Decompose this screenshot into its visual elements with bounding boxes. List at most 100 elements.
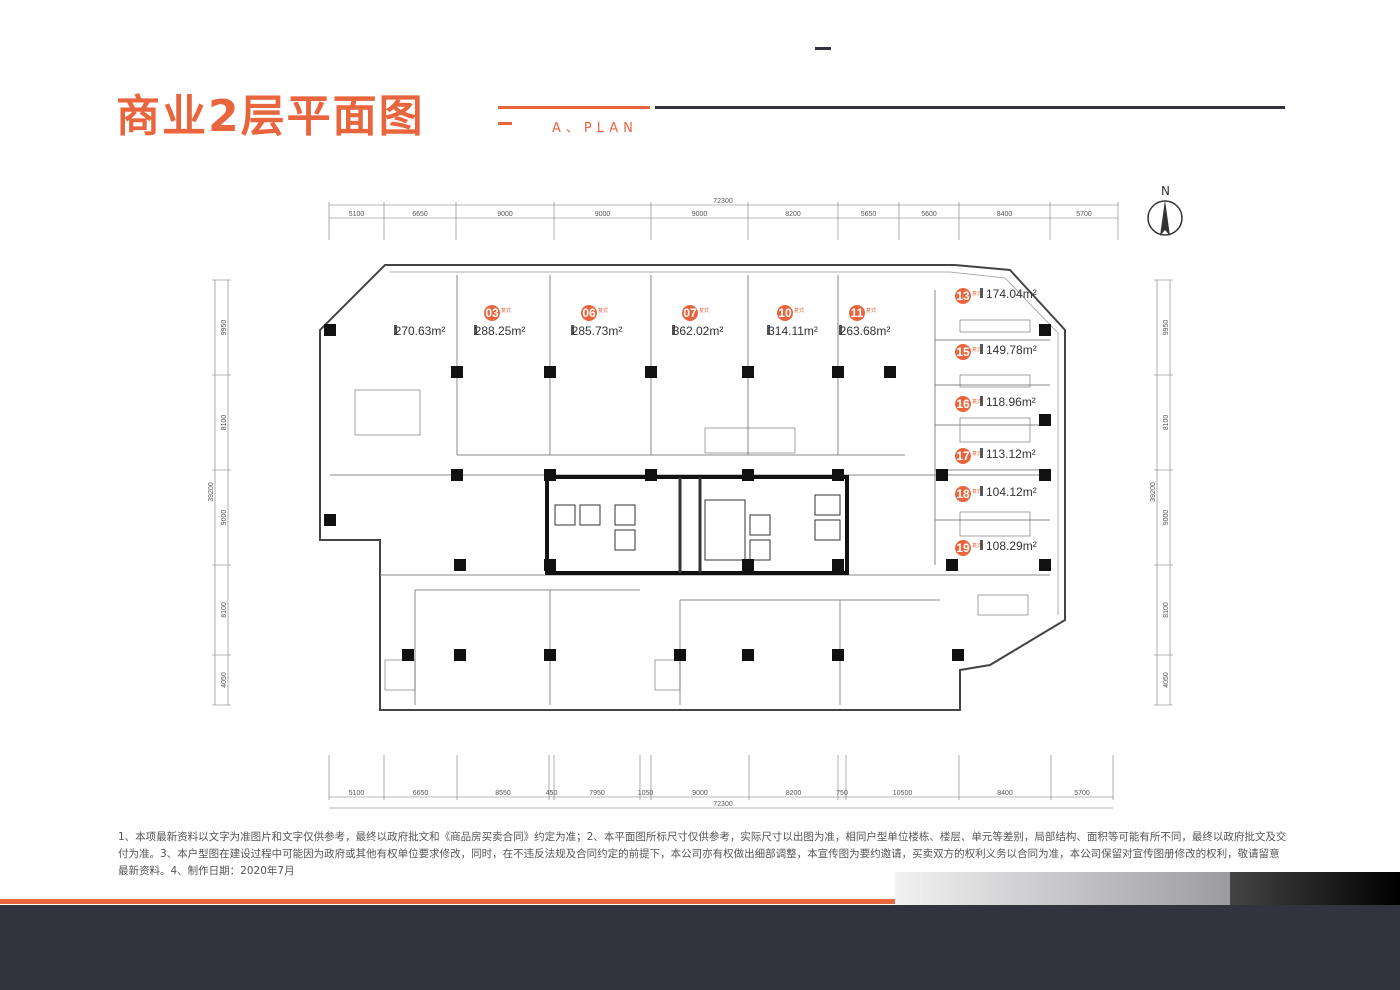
title-rule-dark [655,106,1285,109]
column [1039,324,1051,336]
side-dimensions: 9950 8100 9000 8100 4050 39200 9950 8100 9000 810… [208,279,1173,706]
dimension-label: 4050 [221,672,228,688]
unit-type-tag: 复式 [972,398,982,405]
column [742,559,754,571]
unit-type-tag: 复式 [699,307,709,314]
unit-number: 16 [956,397,970,411]
unit-area: 174.04m² [986,287,1037,301]
column [832,366,844,378]
subtitle-mark [498,122,512,125]
column [544,649,556,661]
unit-area: 314.11m² [768,324,818,338]
column [544,366,556,378]
column [454,649,466,661]
unit-number-badge [777,305,793,321]
dimension-label: 8200 [785,211,801,218]
column [832,469,844,481]
dimension-label: 5100 [349,211,365,218]
dimension-label: 5100 [349,790,365,797]
unit-label: 270.63m² [394,324,445,338]
disclaimer-notes: 1、本项最新资料以文字为准图片和文字仅供参考，最终以政府批文和《商品房买卖合同》… [118,831,1287,877]
column [544,559,556,571]
building-core [545,475,849,575]
unit-number-badge [849,305,865,321]
unit-number: 13 [956,289,970,303]
dimension-label: 9000 [221,510,228,526]
unit-area: 118.96m² [986,395,1036,409]
dimension-label: 6650 [413,790,429,797]
column [936,469,948,481]
column [324,514,336,526]
unit-number: 11 [851,306,864,320]
dimension-label: 8400 [997,211,1013,218]
column [1039,559,1051,571]
unit-number-badge [682,305,698,321]
dimension-label: 9000 [1163,510,1170,526]
unit-area: 270.63m² [395,324,446,338]
dimension-label: 8100 [221,415,228,431]
unit-number: 17 [956,449,970,463]
dimension-label: 5700 [1074,790,1090,797]
dimension-total: 72300 [713,801,733,808]
dimension-label: 9950 [1163,320,1170,336]
dimension-label: 8100 [1163,602,1170,618]
unit-type-tag: 复式 [972,488,982,495]
column [544,469,556,481]
unit-number-badge [955,288,971,304]
dimension-total: 39200 [208,482,215,502]
unit-area: 104.12m² [986,485,1037,499]
unit-number-badge [955,540,971,556]
dimension-label: 9000 [595,211,611,218]
unit-number-badge [955,448,971,464]
north-label: N [1161,184,1170,198]
column [742,649,754,661]
building-outline [319,264,1066,711]
dimension-label: 9000 [692,790,708,797]
dimension-total: 72300 [713,198,733,205]
column [742,366,754,378]
unit-number-badge [955,396,971,412]
top-mark [815,47,831,50]
dimension-label: 8400 [997,790,1013,797]
dimension-label: 5700 [1076,211,1092,218]
dimension-label: 450 [546,790,558,797]
dimension-label: 8100 [1163,415,1170,431]
unit-type-tag: 复式 [972,542,982,549]
unit-number: 18 [956,487,970,501]
dimension-label: 5650 [861,211,877,218]
unit-type-tag: 复式 [794,307,804,314]
unit-area: 288.25m² [475,324,526,338]
unit-type-tag: 复式 [501,307,511,314]
unit-number-badge [581,305,597,321]
dimension-label: 1050 [638,790,654,797]
dimension-label: 9950 [221,320,228,336]
unit-area: 285.73m² [572,324,623,338]
column [645,469,657,481]
dimension-label: 750 [836,790,848,797]
dimension-label: 6650 [412,211,428,218]
dimension-label: 9000 [497,211,513,218]
column [884,366,896,378]
dimension-label: 8100 [221,602,228,618]
unit-type-tag: 复式 [866,307,876,314]
footer-accent-line [0,899,900,904]
column [324,324,336,336]
unit-number-badge [484,305,500,321]
column [402,649,414,661]
column [451,366,463,378]
north-arrow-icon: N [1147,184,1183,236]
stairs [354,319,1031,691]
unit-type-tag: 复式 [598,307,608,314]
column [832,649,844,661]
